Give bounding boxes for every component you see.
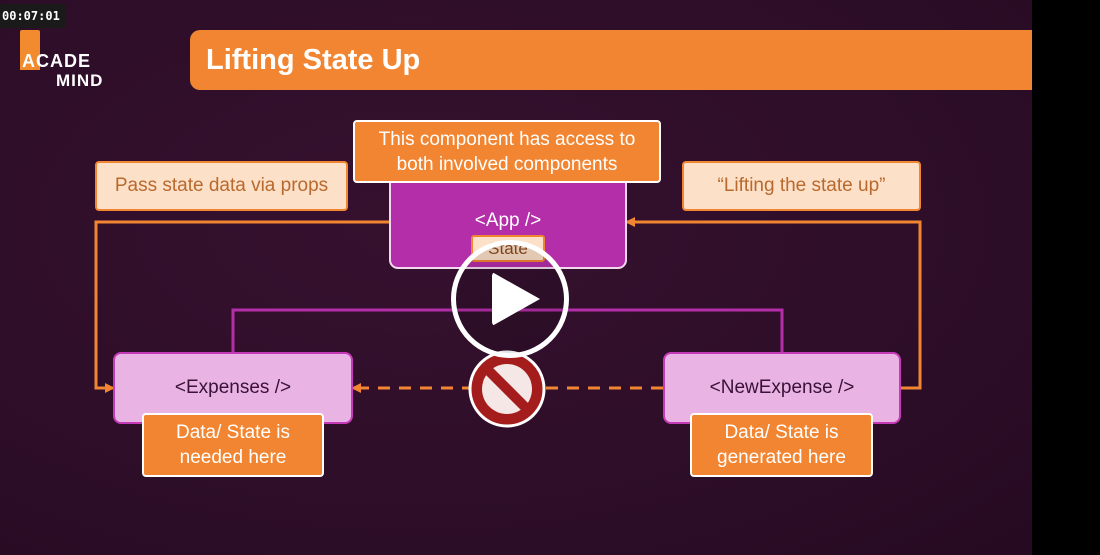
slide: ACADE MIND Lifting State Up <App /> Stat…: [0, 0, 1032, 555]
expenses-component-box: <Expenses />: [113, 352, 353, 424]
app-component-box: <App />: [389, 170, 627, 269]
logo-text-line1: ACADE: [22, 51, 92, 71]
expenses-component-label: <Expenses />: [174, 377, 292, 398]
app-access-note: This component has access to both involv…: [353, 120, 661, 183]
logo-text-line2: MIND: [56, 71, 104, 90]
pass-props-note: Pass state data via props: [95, 161, 348, 211]
academind-logo: ACADE MIND: [18, 30, 118, 90]
title-bar: Lifting State Up: [190, 30, 1032, 90]
lifting-state-note: “Lifting the state up”: [682, 161, 921, 211]
new-expense-component-label: <NewExpense />: [709, 377, 855, 398]
player-side-bar: [1032, 0, 1100, 555]
state-generated-note: Data/ State is generated here: [690, 413, 873, 477]
video-timestamp: 00:07:01: [0, 4, 66, 28]
props-arrow-line: [94, 220, 389, 393]
lift-state-arrow-line: [625, 217, 922, 390]
app-component-label: <App />: [474, 210, 542, 231]
logo-mark-icon: [20, 30, 40, 70]
state-needed-note: Data/ State is needed here: [142, 413, 324, 477]
play-icon[interactable]: [492, 272, 540, 326]
no-entry-icon: [468, 350, 546, 428]
new-expense-component-box: <NewExpense />: [663, 352, 901, 424]
slide-title: Lifting State Up: [206, 44, 421, 76]
